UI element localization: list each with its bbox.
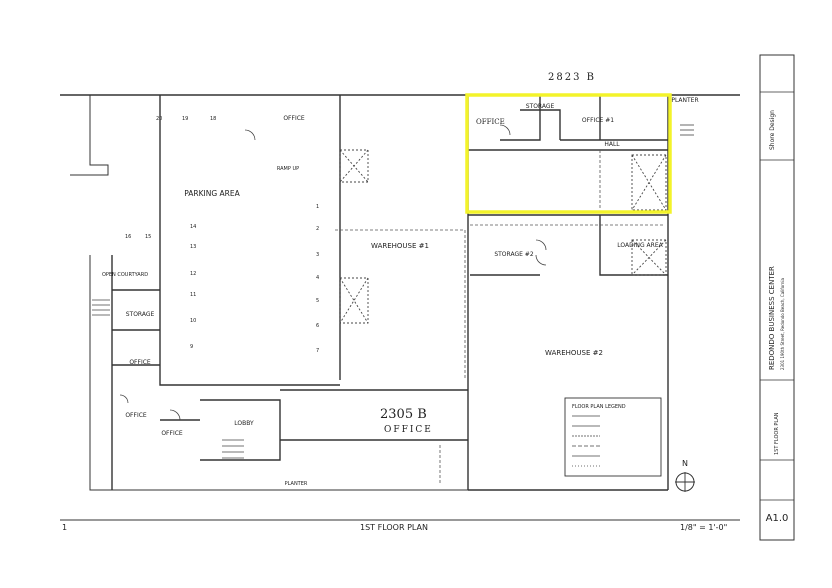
room-warehouse-1: WAREHOUSE #1 <box>371 242 429 250</box>
room-office-left-1: OFFICE <box>129 359 151 366</box>
address-top: 2823 B <box>548 72 596 83</box>
svg-text:2: 2 <box>316 226 319 232</box>
room-storage-2: STORAGE #2 <box>494 251 533 258</box>
svg-text:10: 10 <box>190 318 196 324</box>
stairs <box>92 124 694 459</box>
room-planter-top: PLANTER <box>671 97 698 104</box>
room-loading-area: LOADING AREA <box>617 242 663 249</box>
title-block-address: 2301 190th Street, Redondo Beach, Califo… <box>780 278 785 370</box>
room-parking-area: PARKING AREA <box>184 189 240 198</box>
handwritten-office: OFFICE <box>384 425 433 435</box>
room-office-top: OFFICE <box>283 115 305 122</box>
floor-plan-legend: FLOOR PLAN LEGEND <box>564 397 662 477</box>
title-block-company: Shore Design <box>769 110 776 150</box>
door-swings <box>119 124 547 421</box>
room-lobby: LOBBY <box>234 420 254 427</box>
title-block: Shore Design REDONDO BUSINESS CENTER 230… <box>759 54 795 541</box>
dashed-lines <box>335 150 665 485</box>
room-office-left-2: OFFICE <box>125 412 147 419</box>
svg-text:14: 14 <box>190 224 196 230</box>
title-block-sheet-title: 1ST FLOOR PLAN <box>774 412 780 455</box>
room-office-1: OFFICE #1 <box>582 117 614 124</box>
svg-text:13: 13 <box>190 244 196 250</box>
sheet-number: A1.0 <box>766 513 789 524</box>
room-warehouse-2: WAREHOUSE #2 <box>545 349 603 357</box>
svg-text:11: 11 <box>190 292 196 298</box>
svg-text:5: 5 <box>316 298 319 304</box>
drawing-title: 1ST FLOOR PLAN <box>360 523 428 532</box>
room-storage-top: STORAGE <box>526 103 555 110</box>
svg-text:18: 18 <box>210 116 216 122</box>
svg-text:16: 16 <box>125 234 131 240</box>
room-planter-bottom: PLANTER <box>285 481 308 487</box>
svg-text:1: 1 <box>316 204 319 210</box>
svg-text:19: 19 <box>182 116 188 122</box>
room-hall: HALL <box>604 141 620 148</box>
svg-text:3: 3 <box>316 252 319 258</box>
svg-text:6: 6 <box>316 323 319 329</box>
legend-title: FLOOR PLAN LEGEND <box>572 404 626 410</box>
svg-text:9: 9 <box>190 344 193 350</box>
drawing-title-strip: 1 1ST FLOOR PLAN 1/8" = 1'-0" <box>60 519 740 532</box>
room-storage-left: STORAGE <box>126 311 155 318</box>
title-block-project: REDONDO BUSINESS CENTER <box>768 266 776 370</box>
drawing-number: 1 <box>62 523 67 532</box>
drawing-scale: 1/8" = 1'-0" <box>680 523 727 532</box>
room-office-left-3: OFFICE <box>161 430 183 437</box>
handwritten-suite-number: 2305 B <box>380 407 427 422</box>
north-arrow: N <box>675 459 695 492</box>
svg-text:12: 12 <box>190 271 196 277</box>
svg-text:20: 20 <box>156 116 162 122</box>
room-ramp-up: RAMP UP <box>277 166 299 172</box>
handwritten-office-label: OFFICE <box>476 118 505 126</box>
svg-text:4: 4 <box>316 275 319 281</box>
room-open-courtyard: OPEN COURTYARD <box>102 272 148 278</box>
north-label: N <box>682 459 688 468</box>
x-marked-areas <box>339 149 667 324</box>
svg-text:7: 7 <box>316 348 319 354</box>
highlight-box <box>465 93 672 214</box>
svg-text:15: 15 <box>145 234 151 240</box>
